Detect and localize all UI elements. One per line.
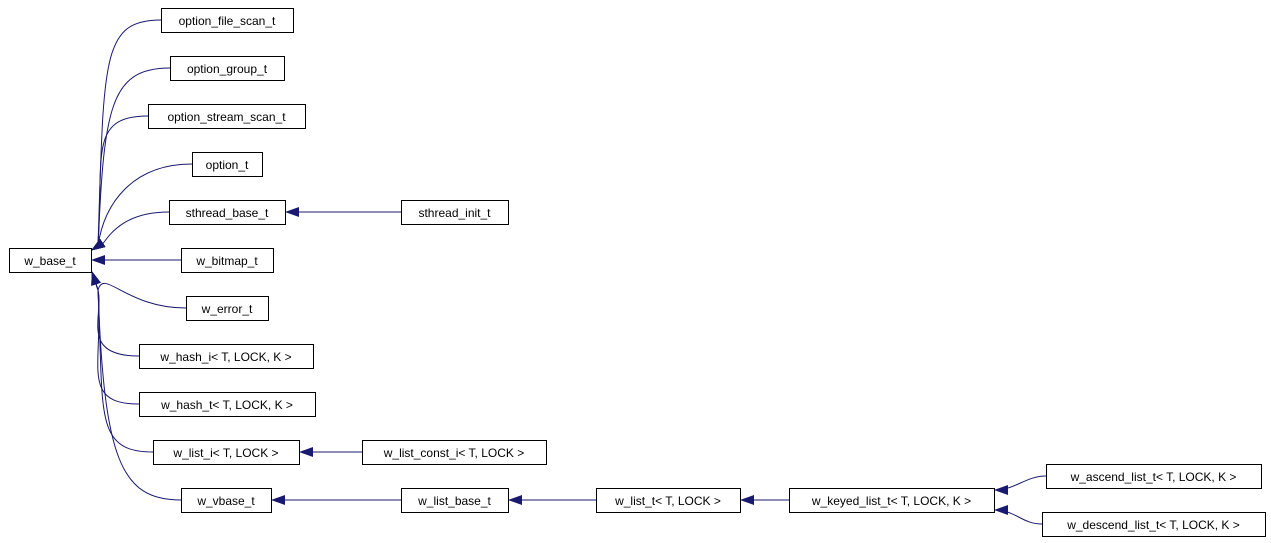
class-box bbox=[192, 152, 263, 177]
class-box bbox=[181, 488, 272, 513]
inheritance-arrow-w-ascend-list-t bbox=[994, 475, 1047, 495]
class-label: w_list_const_i< T, LOCK > bbox=[383, 446, 525, 460]
inheritance-arrow-w-descend-list-t bbox=[994, 505, 1043, 525]
class-node-option-group-t[interactable]: option_group_t bbox=[170, 56, 285, 81]
class-label: w_descend_list_t< T, LOCK, K > bbox=[1066, 518, 1240, 532]
class-node-w-hash-i[interactable]: w_hash_i< T, LOCK, K > bbox=[139, 344, 314, 369]
class-label: option_t bbox=[206, 158, 249, 172]
class-node-w-bitmap-t[interactable]: w_bitmap_t bbox=[181, 248, 274, 273]
class-box bbox=[401, 200, 509, 225]
class-box bbox=[596, 488, 741, 513]
class-label: w_hash_t< T, LOCK, K > bbox=[160, 398, 293, 412]
class-node-w-error-t[interactable]: w_error_t bbox=[186, 296, 269, 321]
class-box bbox=[181, 248, 274, 273]
class-label: w_base_t bbox=[23, 254, 76, 268]
class-node-option-stream-scan-t[interactable]: option_stream_scan_t bbox=[148, 104, 306, 129]
class-label: option_file_scan_t bbox=[179, 14, 276, 28]
class-label: option_group_t bbox=[187, 62, 268, 76]
class-box bbox=[139, 344, 314, 369]
class-node-sthread-init-t[interactable]: sthread_init_t bbox=[401, 200, 509, 225]
class-node-w-hash-t[interactable]: w_hash_t< T, LOCK, K > bbox=[139, 392, 316, 417]
inheritance-arrow-w-vbase-t bbox=[91, 271, 182, 501]
class-box bbox=[9, 248, 92, 273]
class-box bbox=[161, 8, 294, 33]
class-node-w-ascend-list-t[interactable]: w_ascend_list_t< T, LOCK, K > bbox=[1046, 464, 1262, 489]
class-node-option-t[interactable]: option_t bbox=[192, 152, 263, 177]
class-label: sthread_init_t bbox=[418, 206, 491, 220]
class-label: w_hash_i< T, LOCK, K > bbox=[159, 350, 291, 364]
class-box bbox=[148, 104, 306, 129]
class-label: sthread_base_t bbox=[186, 206, 269, 220]
class-label: w_keyed_list_t< T, LOCK, K > bbox=[811, 494, 971, 508]
class-node-option-file-scan-t[interactable]: option_file_scan_t bbox=[161, 8, 294, 33]
class-label: w_list_t< T, LOCK > bbox=[614, 494, 721, 508]
class-box bbox=[153, 440, 300, 465]
class-node-w-vbase-t[interactable]: w_vbase_t bbox=[181, 488, 272, 513]
class-box bbox=[139, 392, 316, 417]
inheritance-arrow-w-error-t bbox=[91, 271, 187, 309]
class-label: w_vbase_t bbox=[196, 494, 255, 508]
class-node-w-list-base-t[interactable]: w_list_base_t bbox=[401, 488, 509, 513]
class-node-sthread-base-t[interactable]: sthread_base_t bbox=[169, 200, 286, 225]
class-node-w-keyed-list-t[interactable]: w_keyed_list_t< T, LOCK, K > bbox=[789, 488, 995, 513]
class-box bbox=[1042, 512, 1266, 537]
class-node-w-list-const-i[interactable]: w_list_const_i< T, LOCK > bbox=[362, 440, 547, 465]
class-label: w_list_i< T, LOCK > bbox=[172, 446, 278, 460]
class-node-w-descend-list-t[interactable]: w_descend_list_t< T, LOCK, K > bbox=[1042, 512, 1266, 537]
class-box bbox=[362, 440, 547, 465]
class-box bbox=[401, 488, 509, 513]
class-node-w-base-t[interactable]: w_base_t bbox=[9, 248, 92, 273]
class-box bbox=[1046, 464, 1262, 489]
inheritance-arrow-option-stream-scan-t bbox=[91, 115, 149, 251]
class-box bbox=[170, 56, 285, 81]
class-box bbox=[186, 296, 269, 321]
class-box bbox=[169, 200, 286, 225]
class-label: w_list_base_t bbox=[417, 494, 491, 508]
class-label: w_bitmap_t bbox=[195, 254, 258, 268]
class-box bbox=[789, 488, 995, 513]
class-node-w-list-t[interactable]: w_list_t< T, LOCK > bbox=[596, 488, 741, 513]
class-label: w_ascend_list_t< T, LOCK, K > bbox=[1070, 470, 1237, 484]
class-label: w_error_t bbox=[201, 302, 253, 316]
class-node-w-list-i[interactable]: w_list_i< T, LOCK > bbox=[153, 440, 300, 465]
inheritance-arrow-option-file-scan-t bbox=[91, 19, 162, 251]
class-label: option_stream_scan_t bbox=[167, 110, 286, 124]
inheritance-arrow-sthread-base-t bbox=[91, 211, 170, 251]
